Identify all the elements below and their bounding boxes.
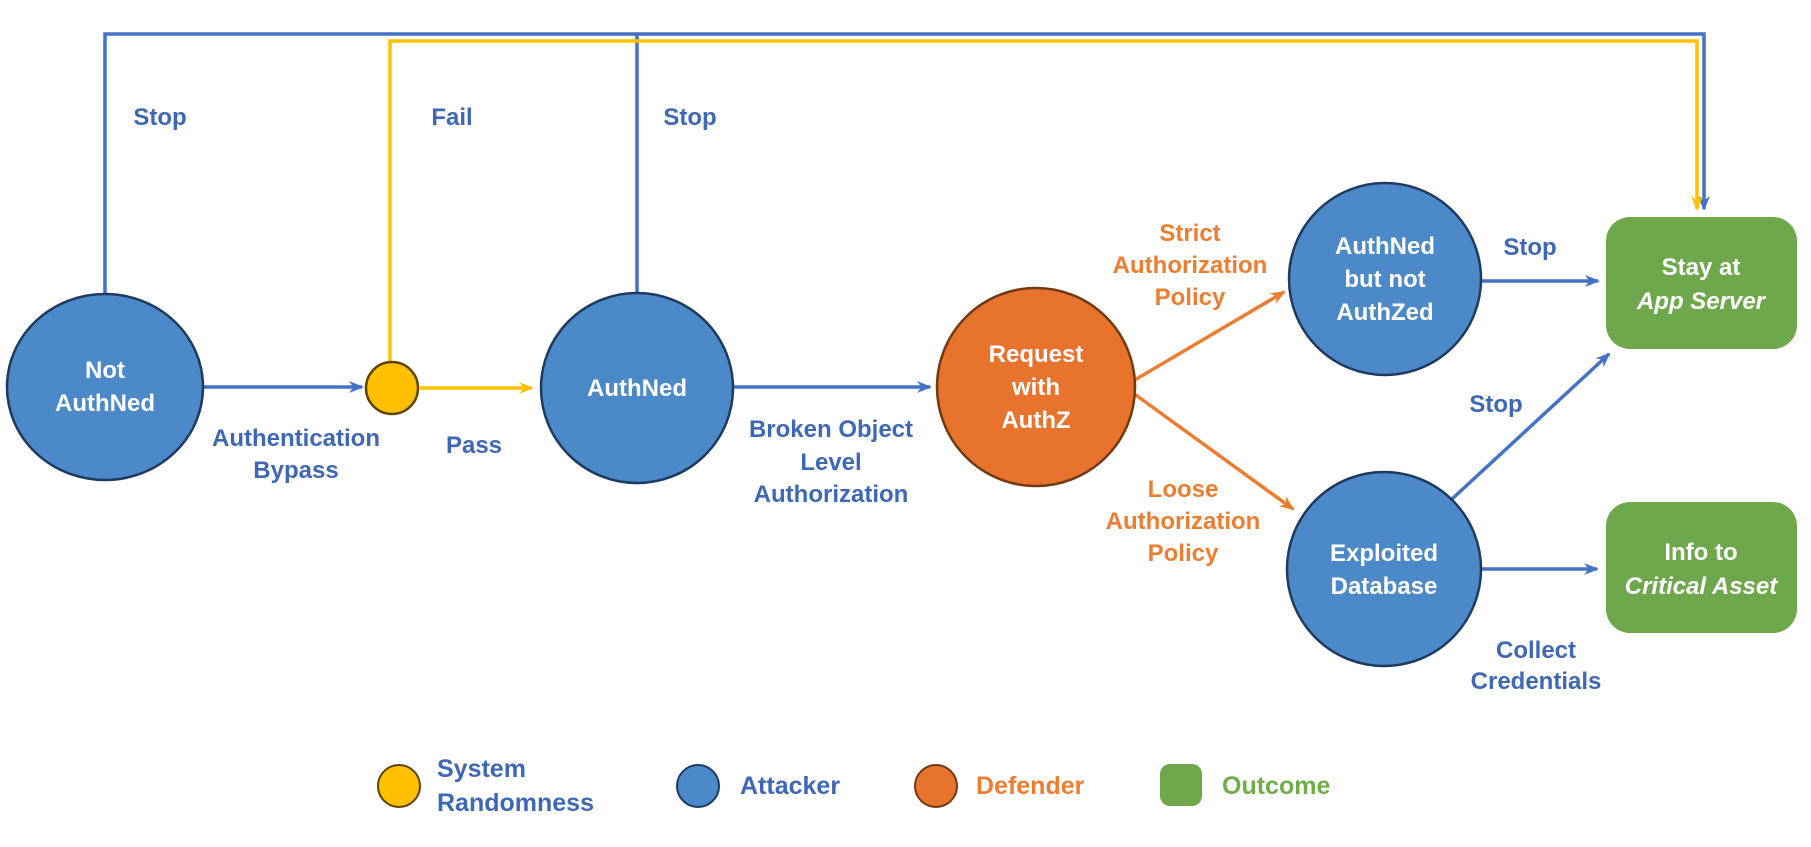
legend-label-system-randomness-line1: System (437, 755, 526, 783)
label-collect-credentials-line2: Credentials (1471, 668, 1602, 695)
legend-swatch-outcome (1160, 764, 1202, 806)
legend-swatch-system-randomness (377, 764, 421, 808)
node-authzed-label-line1: AuthNed (1335, 233, 1435, 260)
node-info-to-critical-asset (1606, 502, 1797, 633)
node-info-to-critical-asset-label-line2: Critical Asset (1625, 573, 1779, 600)
label-loose-policy-line3: Policy (1148, 540, 1219, 567)
legend-label-attacker: Attacker (740, 772, 840, 800)
edge-labels: Stop Fail Stop Authentication Bypass Pas… (133, 104, 1601, 695)
edge-loose-authorization-policy (1131, 391, 1295, 511)
node-authned-but-not-authzed (1287, 181, 1483, 377)
label-stop-authzed: Stop (1503, 234, 1556, 261)
label-loose-policy-line2: Authorization (1106, 508, 1261, 535)
node-info-to-critical-asset-label-line1: Info to (1664, 539, 1737, 566)
nodes: Not AuthNed AuthNed Request with AuthZ A… (5, 181, 1797, 668)
label-fail: Fail (431, 104, 472, 131)
legend-label-defender: Defender (976, 772, 1085, 800)
label-strict-policy-line1: Strict (1159, 220, 1220, 247)
node-request-with-authz (935, 286, 1137, 488)
label-stop-authned: Stop (663, 104, 716, 131)
node-stay-at-app-server-label-line2: App Server (1636, 288, 1767, 315)
edge-strict-authorization-policy (1132, 290, 1286, 383)
node-authned (539, 291, 735, 485)
node-not-authned (5, 292, 205, 482)
node-system-randomness (364, 360, 420, 416)
legend-label-outcome: Outcome (1222, 772, 1330, 800)
node-exploited-database-label-line1: Exploited (1330, 540, 1438, 567)
node-authzed-label-line3: AuthZed (1336, 299, 1433, 326)
edge-stop-not-authned-to-app-server (103, 32, 1710, 294)
legend: System Randomness Attacker Defender Outc… (377, 755, 1330, 817)
label-strict-policy-line3: Policy (1155, 284, 1226, 311)
node-request-with-authz-label-line1: Request (989, 341, 1084, 368)
node-request-with-authz-label-line2: with (1011, 374, 1060, 401)
label-bola-line2: Level (800, 449, 861, 476)
label-bola-line1: Broken Object (749, 416, 913, 443)
label-authentication-bypass-line1: Authentication (212, 425, 380, 452)
edge-fail-to-app-server (388, 39, 1703, 361)
node-not-authned-label-line2: AuthNed (55, 390, 155, 417)
label-stop-exploited: Stop (1469, 391, 1522, 418)
node-authned-label: AuthNed (587, 375, 687, 402)
legend-swatch-defender (914, 764, 958, 808)
edge-stop-exploited-to-app-server (1450, 352, 1611, 501)
label-collect-credentials-line1: Collect (1496, 637, 1576, 664)
node-authzed-label-line2: but not (1344, 266, 1425, 293)
label-strict-policy-line2: Authorization (1113, 252, 1268, 279)
label-loose-policy-line1: Loose (1148, 476, 1219, 503)
label-pass: Pass (446, 432, 502, 459)
node-stay-at-app-server-label-line1: Stay at (1662, 254, 1741, 281)
legend-swatch-attacker (676, 764, 720, 808)
node-exploited-database (1285, 470, 1483, 668)
label-bola-line3: Authorization (754, 481, 909, 508)
label-stop-left: Stop (133, 104, 186, 131)
label-authentication-bypass-line2: Bypass (253, 457, 338, 484)
edges (103, 32, 1710, 575)
node-exploited-database-label-line2: Database (1331, 573, 1438, 600)
node-request-with-authz-label-line3: AuthZ (1001, 407, 1070, 434)
node-not-authned-label-line1: Not (85, 357, 125, 384)
node-stay-at-app-server (1606, 217, 1797, 349)
legend-label-system-randomness-line2: Randomness (437, 789, 594, 817)
